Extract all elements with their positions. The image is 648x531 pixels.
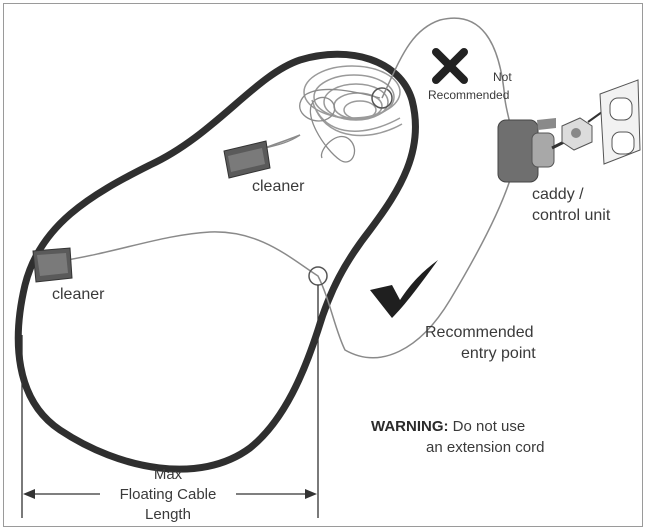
cleaner-left-label: cleaner [52,286,105,303]
cleaner-top [223,140,271,179]
recommended-label-line1: Recommended [425,324,534,341]
x-mark-icon [432,48,468,84]
wall-outlet [561,79,641,165]
max-label-line2: Floating Cable [119,486,217,503]
cable-recommended [54,179,511,359]
max-length-dimension [21,285,319,518]
not-recommended-label-line2: Recommended [428,88,510,102]
max-label-line3: Length [145,506,191,523]
warning-bold: WARNING: [371,418,449,435]
max-label-line1: Max [153,466,183,483]
cleaner-top-label: cleaner [252,178,305,195]
check-mark-icon [370,260,438,318]
skimmer-coil [303,65,403,137]
pool-outline [14,50,419,473]
cable-top-cleaner [264,134,301,149]
caddy-label-line2: control unit [532,207,611,224]
caddy-label-line1: caddy / [532,186,584,203]
warning-line1: WARNING: Do not use [371,418,525,435]
recommended-label-line2: entry point [461,345,536,362]
warning-rest: Do not use [452,418,526,435]
not-recommended-label-line1: Not [493,70,512,84]
caddy-unit [497,118,573,183]
warning-line2: an extension cord [426,439,545,456]
cleaner-left [32,247,73,283]
